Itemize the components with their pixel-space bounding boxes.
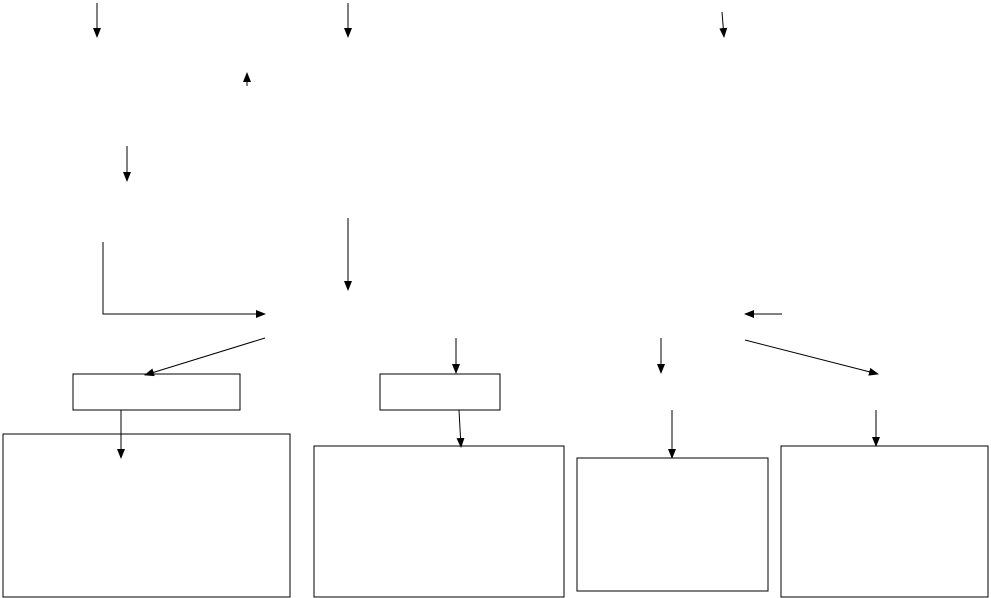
connector-l-shape xyxy=(102,242,266,318)
box-small-left xyxy=(72,373,241,411)
box-large-1 xyxy=(2,433,291,598)
arrow-diagonal-left xyxy=(144,337,266,377)
arrow-diagonal-right xyxy=(744,339,879,376)
box-large-2 xyxy=(313,445,565,598)
box-small-center xyxy=(379,373,501,411)
box-large-4 xyxy=(780,445,989,598)
box-large-3 xyxy=(576,457,769,592)
arrow-to-large-box-2 xyxy=(456,409,465,448)
arrow-top-right xyxy=(719,11,728,38)
